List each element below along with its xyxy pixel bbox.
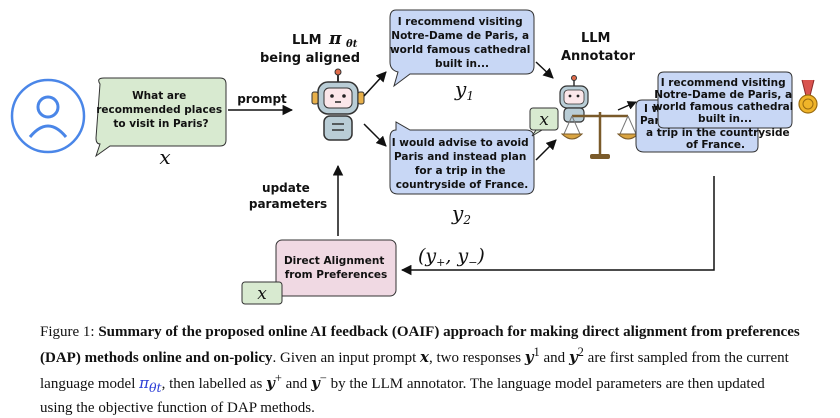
arrow-response2-to-annotator <box>535 139 557 161</box>
svg-text:I w Par a trip in: I w Par a trip in the countryside of Fra… <box>640 103 793 151</box>
arrow-to-response1 <box>363 71 387 97</box>
llm-theta: θt <box>346 39 358 50</box>
feedback-line <box>540 176 715 271</box>
svg-text:x: x <box>539 110 549 130</box>
question-line-1: What are <box>132 90 186 102</box>
dap-box: Direct Alignment from Preferences <box>275 239 397 297</box>
caption-bold: Summary of the proposed online AI feedba… <box>40 324 800 366</box>
caption-label: Figure 1: <box>40 324 99 340</box>
update-label: update parameters <box>249 181 327 211</box>
response2-bubble: I would advise to avoid Paris and instea… <box>389 121 535 195</box>
pair-label: (y+, y−) <box>418 245 485 269</box>
svg-text:I would advise to avoid: I would advise to avoid Paris and instea… <box>392 137 533 191</box>
x-symbol-user: x <box>159 145 170 169</box>
svg-text:I recommend visiting Not: I recommend visiting Notre-Dame de Paris… <box>653 77 797 125</box>
arrow-to-response2 <box>363 123 387 147</box>
response1-bubble: I recommend visiting Notre-Dame de Paris… <box>389 9 535 88</box>
scales-icon <box>560 112 640 159</box>
y2-symbol: y2 <box>451 201 471 227</box>
llm-title-prefix: LLM <box>292 33 322 48</box>
user-question-bubble: What are recommended places to visit in … <box>95 77 227 158</box>
llm-pi: π <box>328 29 342 49</box>
user-icon <box>10 78 86 154</box>
svg-text:What are recommended pla: What are recommended places to visit in … <box>96 90 225 130</box>
question-line-3: to visit in Paris? <box>113 118 208 130</box>
oaif-diagram: What are recommended places to visit in … <box>10 9 818 305</box>
arrow-response1-to-annotator <box>535 61 554 79</box>
robot-icon <box>311 68 365 141</box>
dap-x-bubble: x <box>241 281 283 305</box>
figure-caption: Figure 1: Summary of the proposed online… <box>40 324 800 416</box>
svg-text:I recommend visiting Not: I recommend visiting Notre-Dame de Paris… <box>390 16 534 70</box>
svg-text:Direct Alignment from Pr: Direct Alignment from Preferences <box>284 255 388 281</box>
prompt-label: prompt <box>237 92 287 106</box>
llm-title: LLM π θt being aligned <box>260 29 360 66</box>
annotator-title: LLM Annotator <box>561 31 636 64</box>
arrow-annotator-to-ranking <box>617 101 637 111</box>
annotator-x-bubble: x <box>529 107 559 137</box>
llm-title-suffix: being aligned <box>260 51 360 66</box>
y1-symbol: y1 <box>454 77 474 103</box>
annotator-front-bubble: I recommend visiting Notre-Dame de Paris… <box>653 71 797 129</box>
svg-text:LLM π θt: LLM π θt <box>292 29 358 50</box>
svg-text:x: x <box>257 284 267 304</box>
medal-icon <box>798 79 818 114</box>
question-line-2: recommended places <box>96 104 222 116</box>
